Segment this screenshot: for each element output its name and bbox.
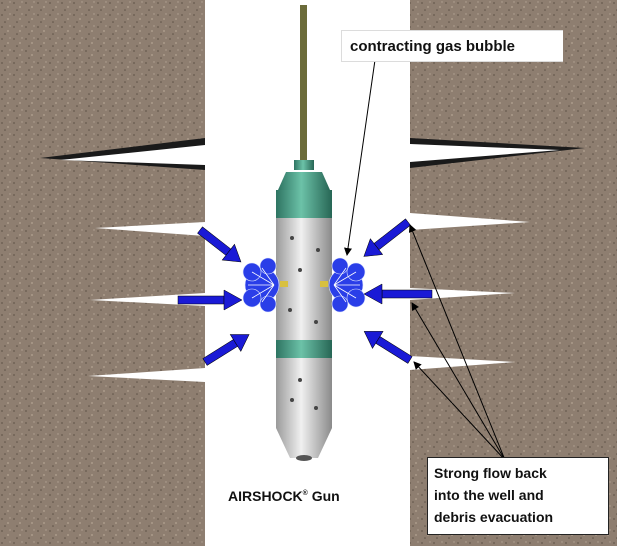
pointer-flow-2 — [411, 302, 506, 461]
flow-arrow-right-top — [363, 218, 411, 257]
gun-registered-mark: ® — [302, 490, 308, 497]
fractures-right — [410, 138, 585, 370]
gun-tool — [276, 160, 332, 461]
flow-arrows — [177, 218, 433, 366]
label-flow-line-1: Strong flow back — [434, 465, 547, 481]
flow-arrow-left-bottom — [202, 334, 250, 366]
pointer-lines — [344, 59, 506, 461]
label-flow-back: Strong flow back into the well and debri… — [427, 457, 609, 535]
label-contracting-bubble: contracting gas bubble — [341, 30, 563, 62]
flow-arrow-left-top — [197, 226, 242, 263]
flow-arrow-right-bottom — [363, 331, 413, 364]
gas-bubble-right — [328, 257, 366, 313]
gas-bubble-left — [242, 257, 280, 313]
label-flow-line-2: into the well and — [434, 487, 544, 503]
flow-arrow-left-middle — [177, 289, 243, 311]
pointer-bubble — [344, 59, 376, 256]
fractures-left — [40, 138, 205, 382]
flow-arrow-right-middle — [363, 283, 433, 305]
pointer-flow-3 — [413, 361, 506, 461]
rock-left — [0, 0, 205, 546]
pointer-flow-1 — [408, 224, 506, 461]
cable — [300, 5, 307, 165]
gun-name-text: AIRSHOCK — [228, 488, 303, 504]
label-flow-line-3: debris evacuation — [434, 509, 554, 525]
gun-word-text: Gun — [307, 488, 340, 504]
label-gun-name: AIRSHOCK® Gun — [228, 488, 340, 504]
rock-right — [410, 0, 617, 546]
